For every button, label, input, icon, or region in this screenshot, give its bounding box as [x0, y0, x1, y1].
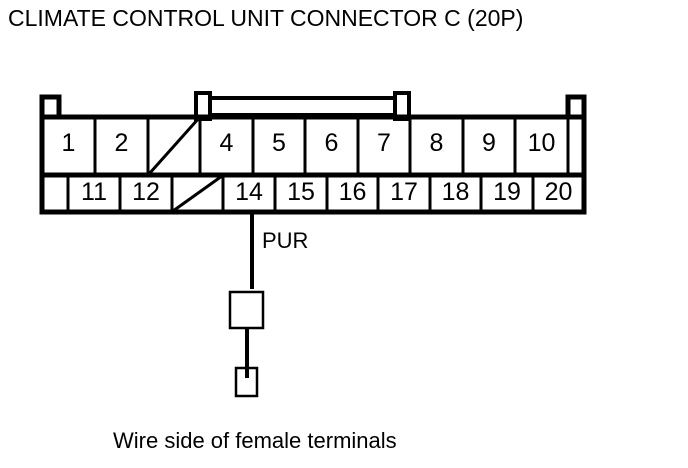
diagram-title: CLIMATE CONTROL UNIT CONNECTOR C (20P)	[8, 5, 524, 31]
wire-color-label: PUR	[262, 228, 309, 253]
pin-label-16: 16	[338, 178, 367, 206]
pin-label-12: 12	[132, 178, 160, 206]
pin-label-9: 9	[482, 129, 496, 157]
pin-label-15: 15	[287, 178, 315, 206]
pin-label-14: 14	[235, 178, 263, 206]
bottom-row-dividers	[66, 175, 535, 212]
pin-label-2: 2	[114, 129, 129, 157]
pin-label-6: 6	[324, 129, 339, 157]
pin-label-17: 17	[390, 178, 418, 206]
connector-body-outline	[39, 94, 587, 215]
diagram-caption: Wire side of female terminals	[113, 428, 397, 453]
pin-label-10: 10	[527, 129, 556, 157]
pin-label-20: 20	[544, 178, 573, 206]
pin-label-5: 5	[272, 129, 286, 157]
pin-label-7: 7	[377, 129, 391, 157]
top-row-dividers	[93, 117, 570, 175]
top-row-blank-slash	[147, 117, 201, 175]
pin-label-11: 11	[81, 178, 107, 206]
pin-label-4: 4	[219, 129, 234, 157]
pin-label-8: 8	[429, 129, 444, 157]
pin-label-19: 19	[493, 178, 521, 206]
pin-label-18: 18	[441, 178, 470, 206]
pin-label-1: 1	[61, 129, 76, 157]
terminal-box-upper	[228, 290, 265, 330]
bottom-row-blank-slash	[172, 174, 223, 213]
terminal-box-lower	[234, 366, 259, 398]
